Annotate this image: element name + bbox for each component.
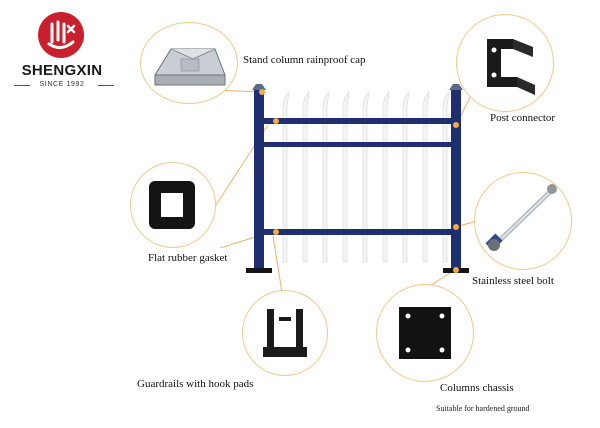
base-plates [246,268,469,273]
chassis-note: Suitable for hardened ground [436,404,530,413]
post-caps [252,84,463,90]
label-chassis: Columns chassis [440,382,514,394]
label-cap: Stand column rainproof cap [243,54,366,66]
divider [98,85,114,86]
label-bolt: Stainless steel bolt [472,275,554,287]
brand-name: SHENGXIN [21,62,103,79]
brand-logo: SHENGXIN SINCE 1992 [8,8,120,98]
rails [262,118,458,235]
brand-since: SINCE 1992 [39,81,85,88]
bolt-bubble [474,172,572,270]
posts [254,90,461,270]
gasket-bubble [130,162,216,248]
cap-bubble [140,22,238,104]
connector-dots [259,89,459,273]
chassis-bubble [376,284,474,382]
label-guardrails: Guardrails with hook pads [137,378,254,390]
divider [14,85,30,86]
label-gasket: Flat rubber gasket [148,252,228,264]
pickets [282,91,450,263]
label-post-connector: Post connector [490,112,556,124]
logo-emblem [38,12,84,58]
guardrail-bubble [242,290,328,376]
post-connector-bubble [456,14,554,112]
